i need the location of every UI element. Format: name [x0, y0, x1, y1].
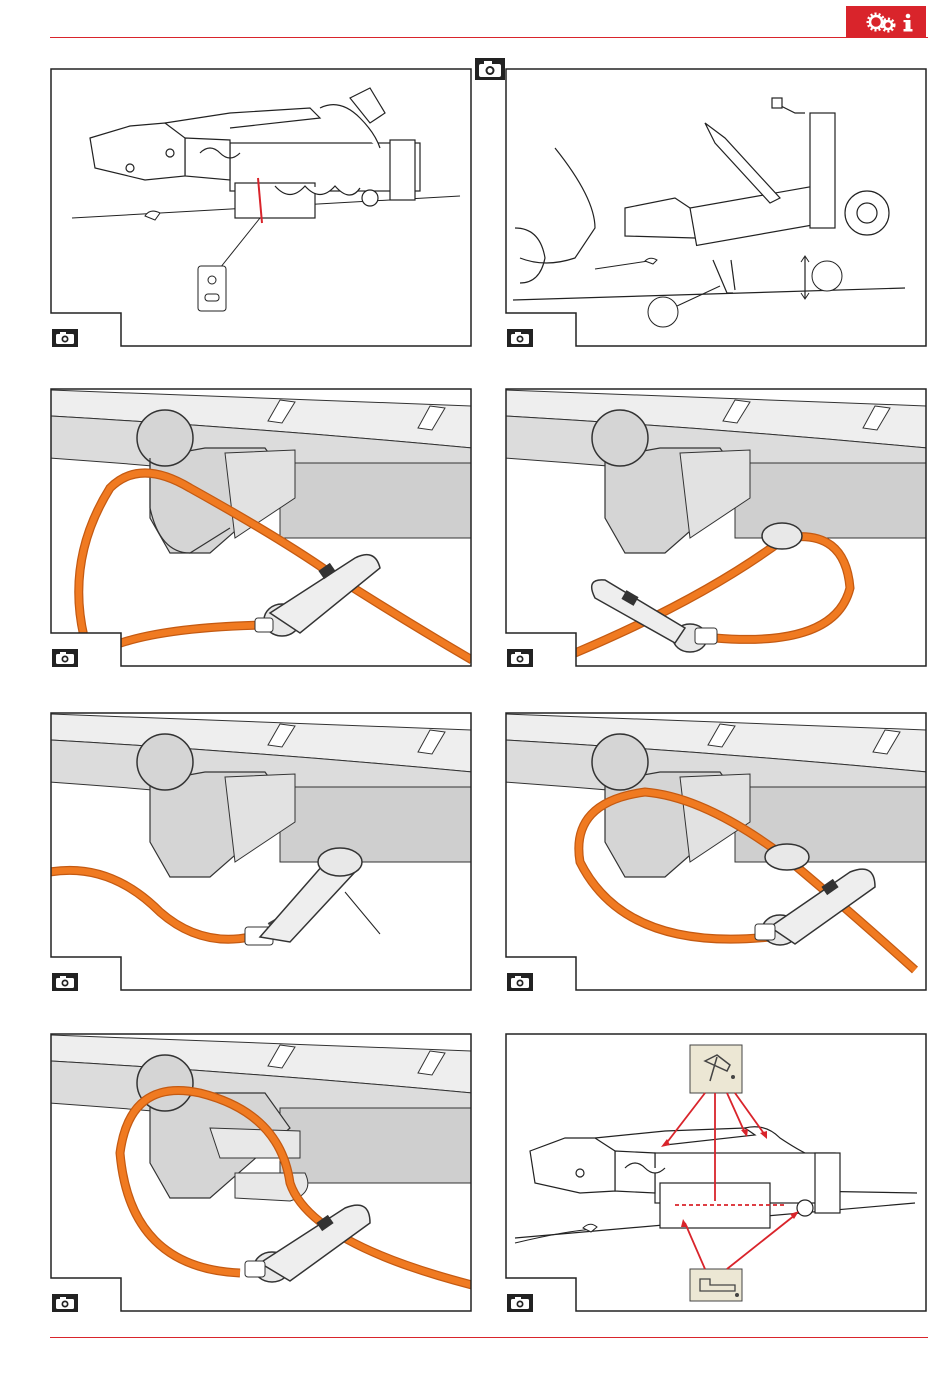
camera-icon [507, 1294, 533, 1312]
panel-towball-through-eye [505, 388, 927, 667]
panel-carabiner-on-eye [50, 712, 472, 991]
panel-cable-around-neck [505, 712, 927, 991]
info-icon [904, 14, 913, 32]
panel-cable-around-ball [50, 1033, 472, 1312]
header-badge [846, 6, 926, 37]
camera-icon [52, 973, 78, 991]
footer-rule [50, 1337, 928, 1338]
camera-icon [507, 329, 533, 347]
panel-trailer-height [505, 68, 927, 347]
camera-icon [507, 973, 533, 991]
panel-towball-loop [50, 388, 472, 667]
panel-coupling-side-view [50, 68, 472, 347]
header-rule [50, 37, 928, 38]
camera-icon [52, 329, 78, 347]
camera-icon [507, 649, 533, 667]
camera-icon [475, 58, 505, 80]
camera-icon [52, 1294, 78, 1312]
panel-lubrication-points [505, 1033, 927, 1312]
camera-icon [52, 649, 78, 667]
gears-icon [868, 14, 894, 31]
